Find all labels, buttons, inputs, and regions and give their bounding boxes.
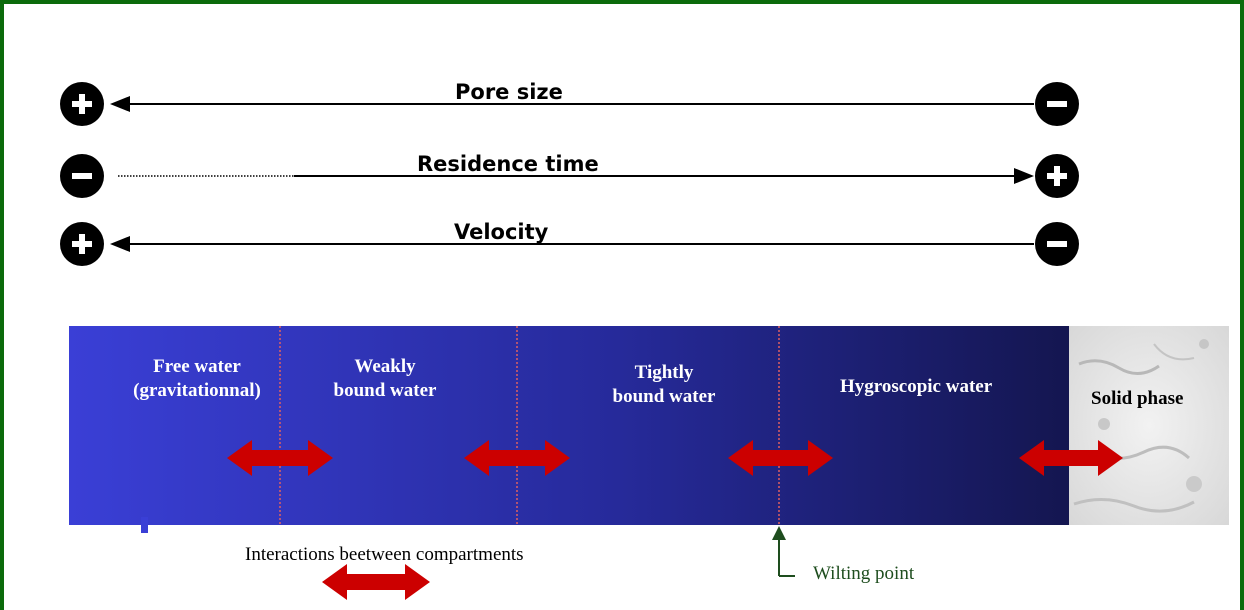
plus-circle-icon bbox=[60, 222, 104, 266]
velocity-label: Velocity bbox=[454, 220, 549, 244]
hygroscopic-water-label: Hygroscopic water bbox=[840, 376, 993, 397]
double-arrow-icon bbox=[464, 440, 570, 476]
double-arrow-icon bbox=[1019, 440, 1123, 476]
wilting-point-label: Wilting point bbox=[813, 563, 915, 584]
minus-circle-icon bbox=[1035, 82, 1079, 126]
residence-time-label: Residence time bbox=[417, 152, 599, 176]
free-water-line2: (gravitationnal) bbox=[133, 380, 261, 401]
plus-circle-icon bbox=[1035, 154, 1079, 198]
left-arrowhead-icon bbox=[110, 96, 130, 112]
water-compartments-band bbox=[69, 326, 1069, 525]
weakly-bound-line2: bound water bbox=[333, 380, 437, 401]
legend-double-arrow-icon bbox=[322, 564, 430, 600]
up-arrow-icon bbox=[772, 526, 795, 577]
pore-size-label: Pore size bbox=[455, 80, 563, 104]
solid-phase-block bbox=[1069, 326, 1229, 525]
weakly-bound-line1: Weakly bbox=[354, 356, 416, 377]
tightly-bound-line2: bound water bbox=[612, 386, 716, 407]
minus-circle-icon bbox=[1035, 222, 1079, 266]
minus-circle-icon bbox=[60, 154, 104, 198]
weakly-bound-water-label: Weakly bound water bbox=[315, 355, 455, 403]
tightly-bound-water-label: Tightly bound water bbox=[594, 361, 734, 409]
double-arrow-icon bbox=[227, 440, 333, 476]
free-water-label: Free water (gravitationnal) bbox=[117, 355, 277, 403]
plus-circle-icon bbox=[60, 82, 104, 126]
tightly-bound-line1: Tightly bbox=[634, 362, 694, 383]
left-arrowhead-icon bbox=[110, 236, 130, 252]
band-tick bbox=[141, 517, 148, 533]
interactions-legend-label: Interactions beetween compartments bbox=[245, 544, 524, 565]
double-arrow-icon bbox=[728, 440, 833, 476]
right-arrowhead-icon bbox=[1014, 168, 1034, 184]
diagram-canvas bbox=[60, 82, 1229, 600]
solid-phase-label: Solid phase bbox=[1091, 388, 1184, 409]
free-water-line1: Free water bbox=[153, 356, 241, 377]
